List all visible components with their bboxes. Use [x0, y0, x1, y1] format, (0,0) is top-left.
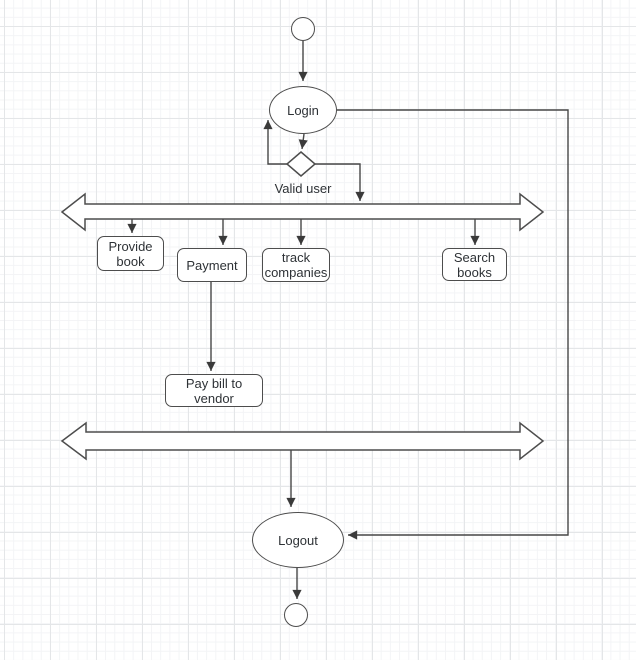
join-bar [60, 421, 545, 461]
pay-bill-node: Pay bill to vendor [165, 374, 263, 407]
end-node [284, 603, 308, 627]
track-companies-node: track companies [262, 248, 330, 282]
search-books-node: Search books [442, 248, 507, 281]
login-label: Login [287, 102, 319, 118]
login-node: Login [269, 86, 337, 134]
logout-node: Logout [252, 512, 344, 568]
logout-label: Logout [278, 532, 318, 548]
track-companies-label: track companies [264, 250, 328, 280]
search-books-label: Search books [453, 249, 496, 280]
provide-book-node: Provide book [97, 236, 164, 271]
payment-node: Payment [177, 248, 247, 282]
provide-book-label: Provide book [108, 238, 153, 269]
decision-label: Valid user [274, 181, 332, 196]
edge-login-logout-rail [337, 109, 569, 540]
edge-login-decision [298, 133, 308, 150]
fork-bar [60, 192, 545, 232]
pay-bill-label: Pay bill to vendor [185, 375, 243, 406]
payment-label: Payment [186, 257, 238, 273]
decision-diamond [285, 151, 317, 177]
start-node [291, 17, 315, 41]
